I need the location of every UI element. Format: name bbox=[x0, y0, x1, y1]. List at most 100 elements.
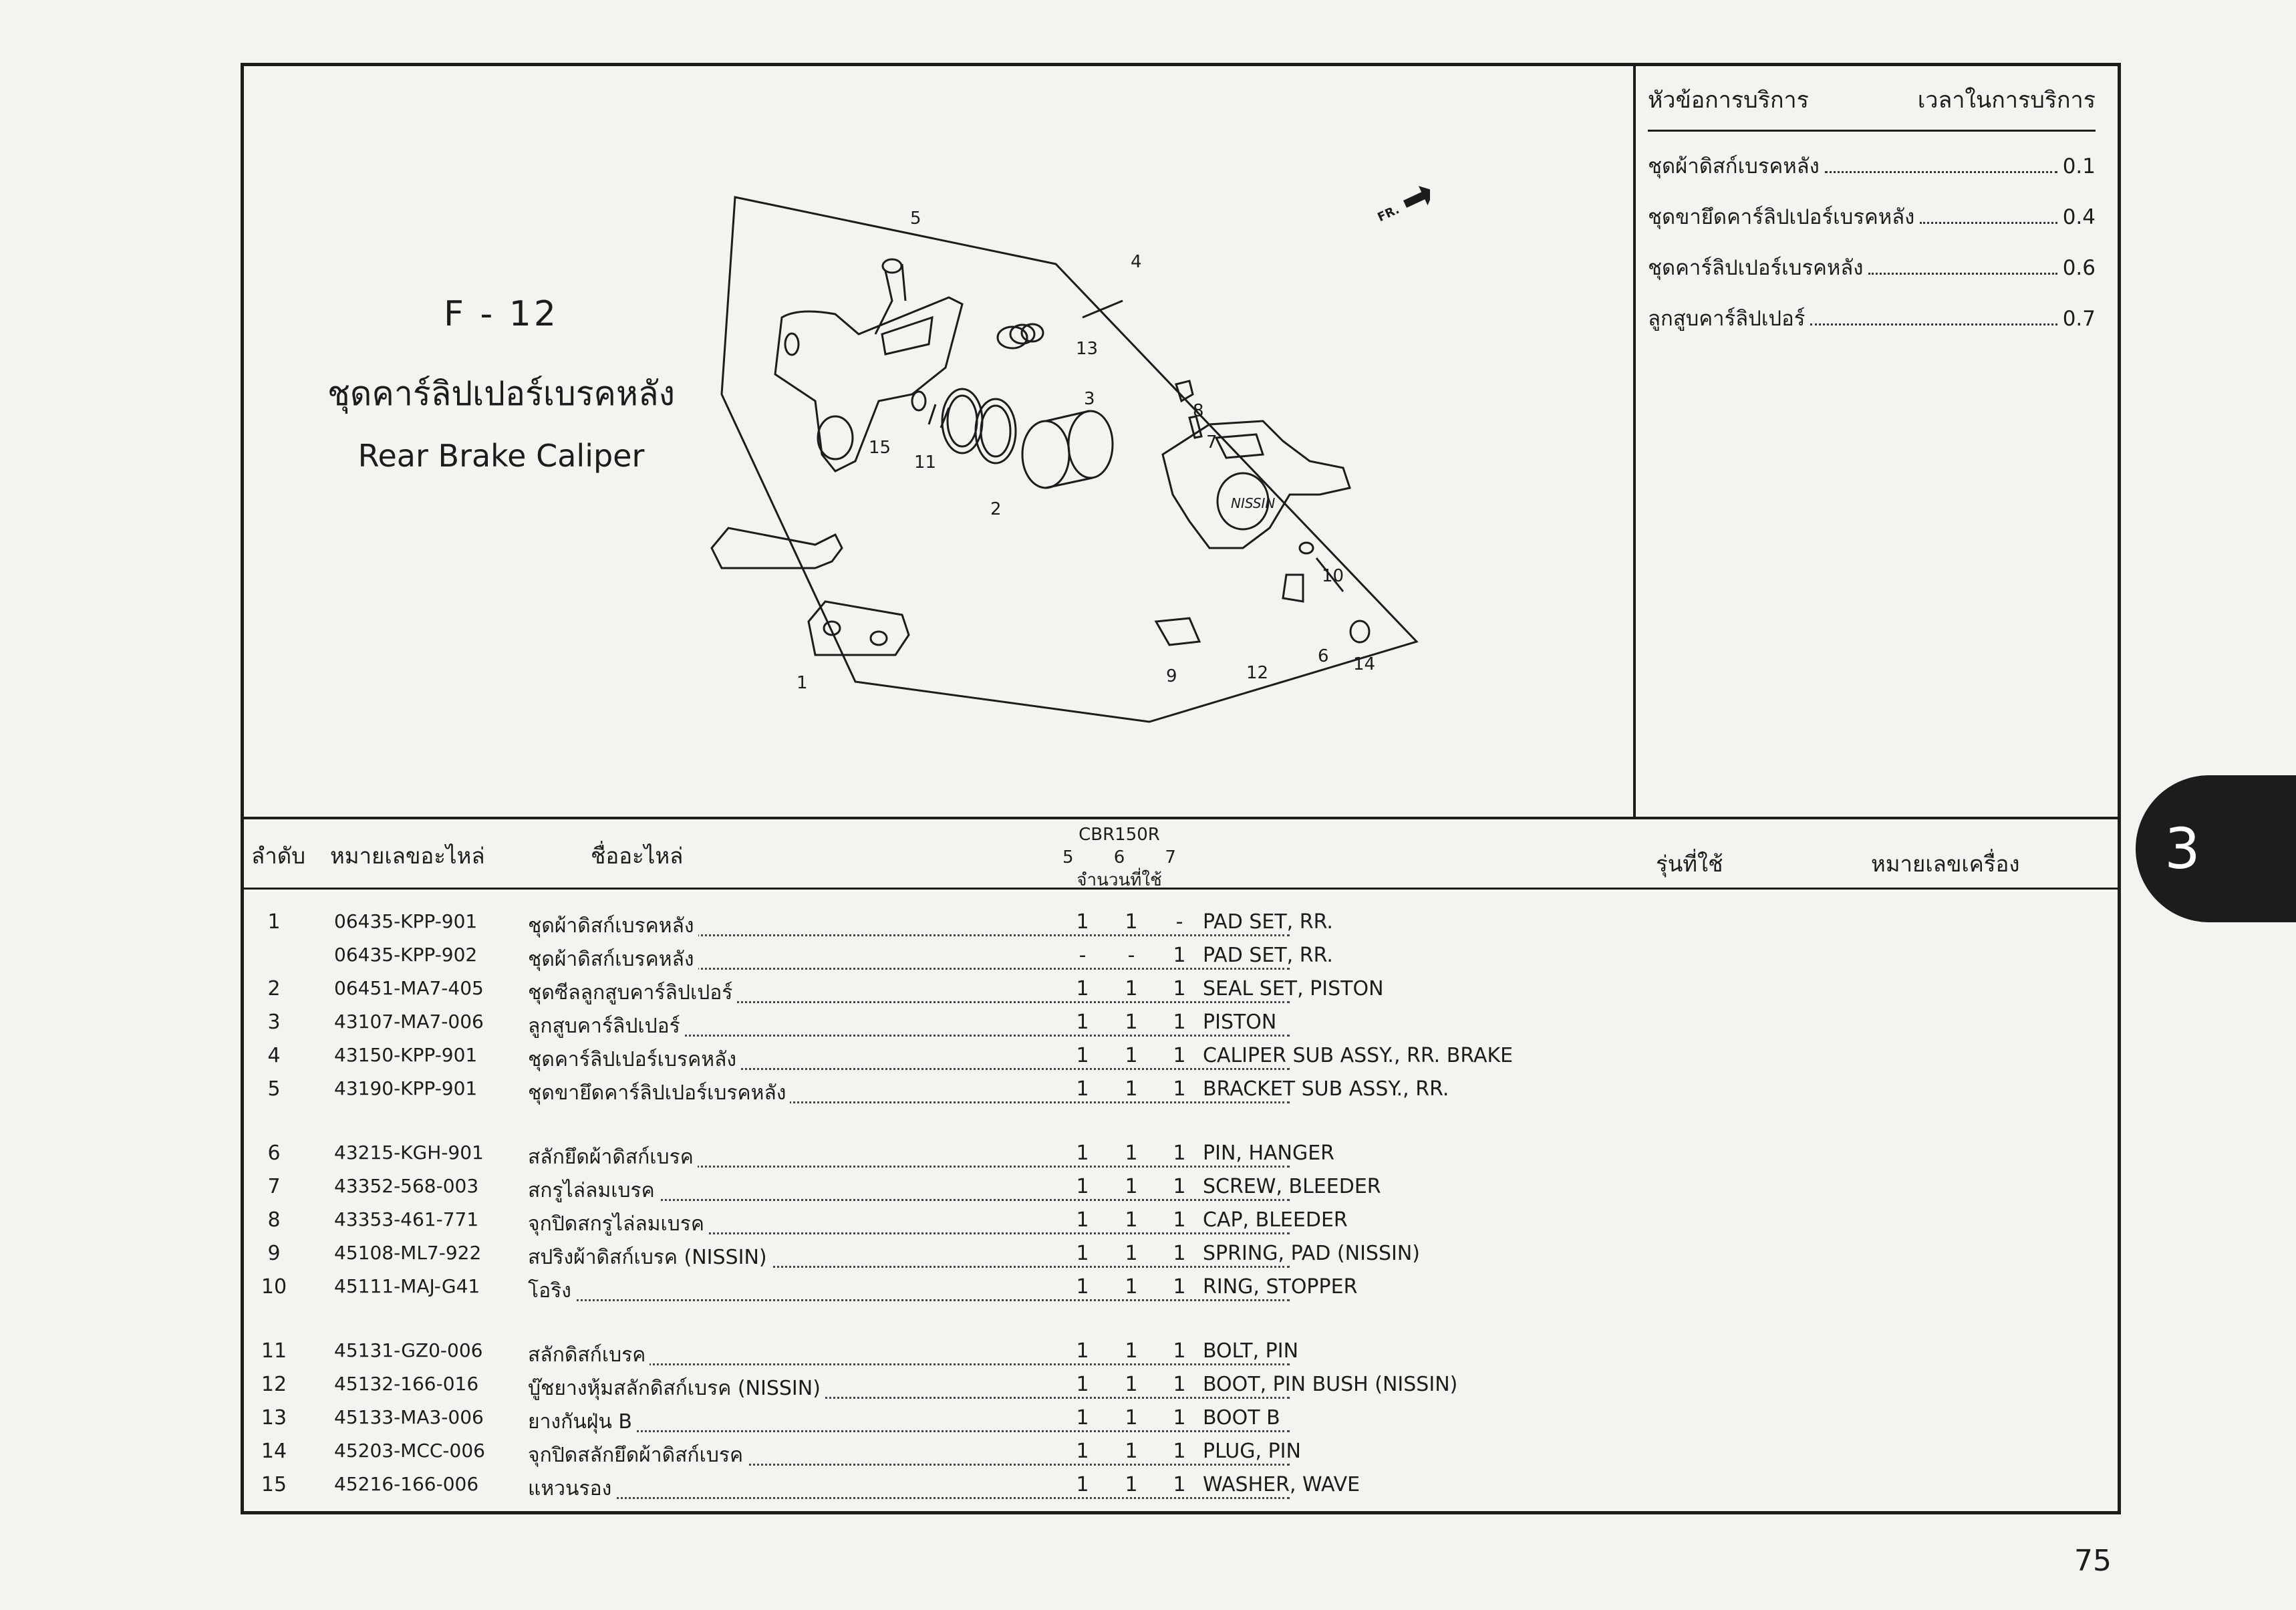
table-row: 14 45203-MCC-006 จุกปิดสลักยึดผ้าดิสก์เบรค… bbox=[247, 1440, 1651, 1473]
cell-qty-5: 1 bbox=[1076, 1440, 1089, 1463]
cell-part-name-thai: ชุดผ้าดิสก์เบรคหลัง bbox=[528, 910, 1290, 942]
cell-part-no: 43107-MA7-006 bbox=[334, 1011, 484, 1033]
cell-part-name-english: WASHER, WAVE bbox=[1203, 1473, 1360, 1496]
cell-part-name-thai: ชุดขายึดคาร์ลิปเปอร์เบรคหลัง bbox=[528, 1077, 1290, 1109]
cell-qty-5: 1 bbox=[1076, 977, 1089, 1000]
cell-part-no: 45203-MCC-006 bbox=[334, 1440, 485, 1462]
cell-order: 10 bbox=[261, 1275, 287, 1299]
cell-qty-6: 1 bbox=[1125, 1373, 1138, 1396]
cell-qty-6: 1 bbox=[1125, 977, 1138, 1000]
cell-qty-7: 1 bbox=[1173, 1242, 1186, 1265]
callout-1: 1 bbox=[797, 673, 808, 693]
model-name: CBR150R bbox=[1079, 825, 1160, 845]
callout-8: 8 bbox=[1193, 401, 1204, 421]
cell-part-name-english: SPRING, PAD (NISSIN) bbox=[1203, 1242, 1420, 1265]
cell-qty-7: 1 bbox=[1173, 977, 1186, 1000]
table-row: 5 43190-KPP-901 ชุดขายึดคาร์ลิปเปอร์เบรคหล… bbox=[247, 1077, 1651, 1111]
cell-part-name-thai: สลักดิสก์เบรค bbox=[528, 1339, 1290, 1371]
cell-part-name-english: CAP, BLEEDER bbox=[1203, 1208, 1348, 1232]
cell-part-no: 43190-KPP-901 bbox=[334, 1077, 478, 1099]
cell-part-name-thai: จุกปิดสกรูไล่ลมเบรค bbox=[528, 1208, 1290, 1240]
callout-2: 2 bbox=[990, 499, 1002, 519]
callout-7: 7 bbox=[1206, 432, 1217, 452]
cell-part-name-english: SCREW, BLEEDER bbox=[1203, 1175, 1381, 1198]
cell-part-no: 45132-166-016 bbox=[334, 1373, 479, 1395]
callout-11: 11 bbox=[914, 452, 936, 473]
cell-order: 7 bbox=[267, 1175, 281, 1198]
front-arrow: FR. bbox=[1375, 186, 1430, 225]
cell-order: 5 bbox=[267, 1077, 281, 1101]
cell-qty-6: - bbox=[1127, 944, 1135, 967]
cell-part-no: 06451-MA7-405 bbox=[334, 977, 484, 999]
page-number: 75 bbox=[2074, 1544, 2112, 1578]
cell-qty-5: 1 bbox=[1076, 1373, 1089, 1396]
service-time-panel: หัวข้อการบริการ เวลาในการบริการ ชุดผ้าดิ… bbox=[1648, 82, 2096, 335]
model-header: CBR150R 5 6 7 จำนวนที่ใช้ bbox=[1042, 823, 1196, 892]
cell-qty-6: 1 bbox=[1125, 1242, 1138, 1265]
cell-part-name-thai: สกรูไล่ลมเบรค bbox=[528, 1175, 1290, 1206]
cell-qty-5: - bbox=[1079, 944, 1087, 967]
pad-set bbox=[710, 527, 910, 656]
column-header-used-models: รุ่นที่ใช้ bbox=[1656, 851, 1723, 877]
cell-qty-7: 1 bbox=[1173, 1011, 1186, 1034]
cell-qty-5: 1 bbox=[1076, 1406, 1089, 1430]
cell-part-no: 43150-KPP-901 bbox=[334, 1044, 478, 1066]
cell-qty-7: 1 bbox=[1173, 1339, 1186, 1363]
column-header-engine-no: หมายเลขเครื่อง bbox=[1871, 851, 2020, 877]
cell-qty-5: 1 bbox=[1076, 1011, 1089, 1034]
cell-part-name-english: PAD SET, RR. bbox=[1203, 910, 1333, 934]
assembly-outline bbox=[720, 196, 1419, 723]
cell-part-name-english: PAD SET, RR. bbox=[1203, 944, 1333, 967]
cell-order: 15 bbox=[261, 1473, 287, 1496]
figure-title-thai: ชุดคาร์ลิปเปอร์เบรคหลัง bbox=[327, 374, 676, 413]
divider-vertical bbox=[1633, 63, 1636, 819]
cell-qty-7: 1 bbox=[1173, 1142, 1186, 1165]
cell-qty-5: 1 bbox=[1076, 910, 1089, 934]
cell-qty-7: 1 bbox=[1173, 1175, 1186, 1198]
cell-part-no: 45133-MA3-006 bbox=[334, 1406, 484, 1428]
cell-qty-6: 1 bbox=[1125, 1440, 1138, 1463]
cell-part-name-english: BOOT, PIN BUSH (NISSIN) bbox=[1203, 1373, 1458, 1396]
cell-part-name-thai: ชุดซีลลูกสูบคาร์ลิปเปอร์ bbox=[528, 977, 1290, 1009]
callout-13: 13 bbox=[1076, 339, 1098, 359]
cell-qty-5: 1 bbox=[1076, 1242, 1089, 1265]
cell-qty-7: 1 bbox=[1173, 1440, 1186, 1463]
exploded-parts-diagram: NISSIN 5 4 13 3 8 7 15 11 2 10 6 14 12 9… bbox=[710, 186, 1430, 723]
cell-part-name-english: SEAL SET, PISTON bbox=[1203, 977, 1384, 1000]
cell-qty-6: 1 bbox=[1125, 1175, 1138, 1198]
cell-part-name-thai: โอริง bbox=[528, 1275, 1290, 1307]
section-tab-number: 3 bbox=[2164, 816, 2200, 882]
cell-order: 3 bbox=[267, 1011, 281, 1034]
cell-order: 1 bbox=[267, 910, 281, 934]
cell-part-name-english: BOOT B bbox=[1203, 1406, 1280, 1430]
model-col-6: 6 bbox=[1113, 847, 1125, 867]
model-col-7: 7 bbox=[1165, 847, 1176, 867]
cell-part-name-thai: จุกปิดสลักยึดผ้าดิสก์เบรค bbox=[528, 1440, 1290, 1471]
cell-qty-6: 1 bbox=[1125, 1044, 1138, 1067]
cell-part-no: 45108-ML7-922 bbox=[334, 1242, 482, 1264]
column-header-part-no: หมายเลขอะไหล่ bbox=[330, 843, 485, 869]
cell-part-no: 43215-KGH-901 bbox=[334, 1142, 484, 1164]
callout-3: 3 bbox=[1084, 389, 1095, 409]
callout-10: 10 bbox=[1322, 566, 1344, 586]
callout-12: 12 bbox=[1246, 663, 1268, 683]
callout-15: 15 bbox=[869, 438, 891, 458]
cell-qty-6: 1 bbox=[1125, 1142, 1138, 1165]
cell-part-name-thai: ชุดผ้าดิสก์เบรคหลัง bbox=[528, 944, 1290, 975]
cell-qty-6: 1 bbox=[1125, 1275, 1138, 1299]
boot-b-part bbox=[996, 323, 1044, 350]
cell-order: 12 bbox=[261, 1373, 287, 1396]
cell-order: 14 bbox=[261, 1440, 287, 1463]
figure-code: F - 12 bbox=[444, 294, 559, 334]
cell-order: 11 bbox=[261, 1339, 287, 1363]
cell-qty-5: 1 bbox=[1076, 1339, 1089, 1363]
